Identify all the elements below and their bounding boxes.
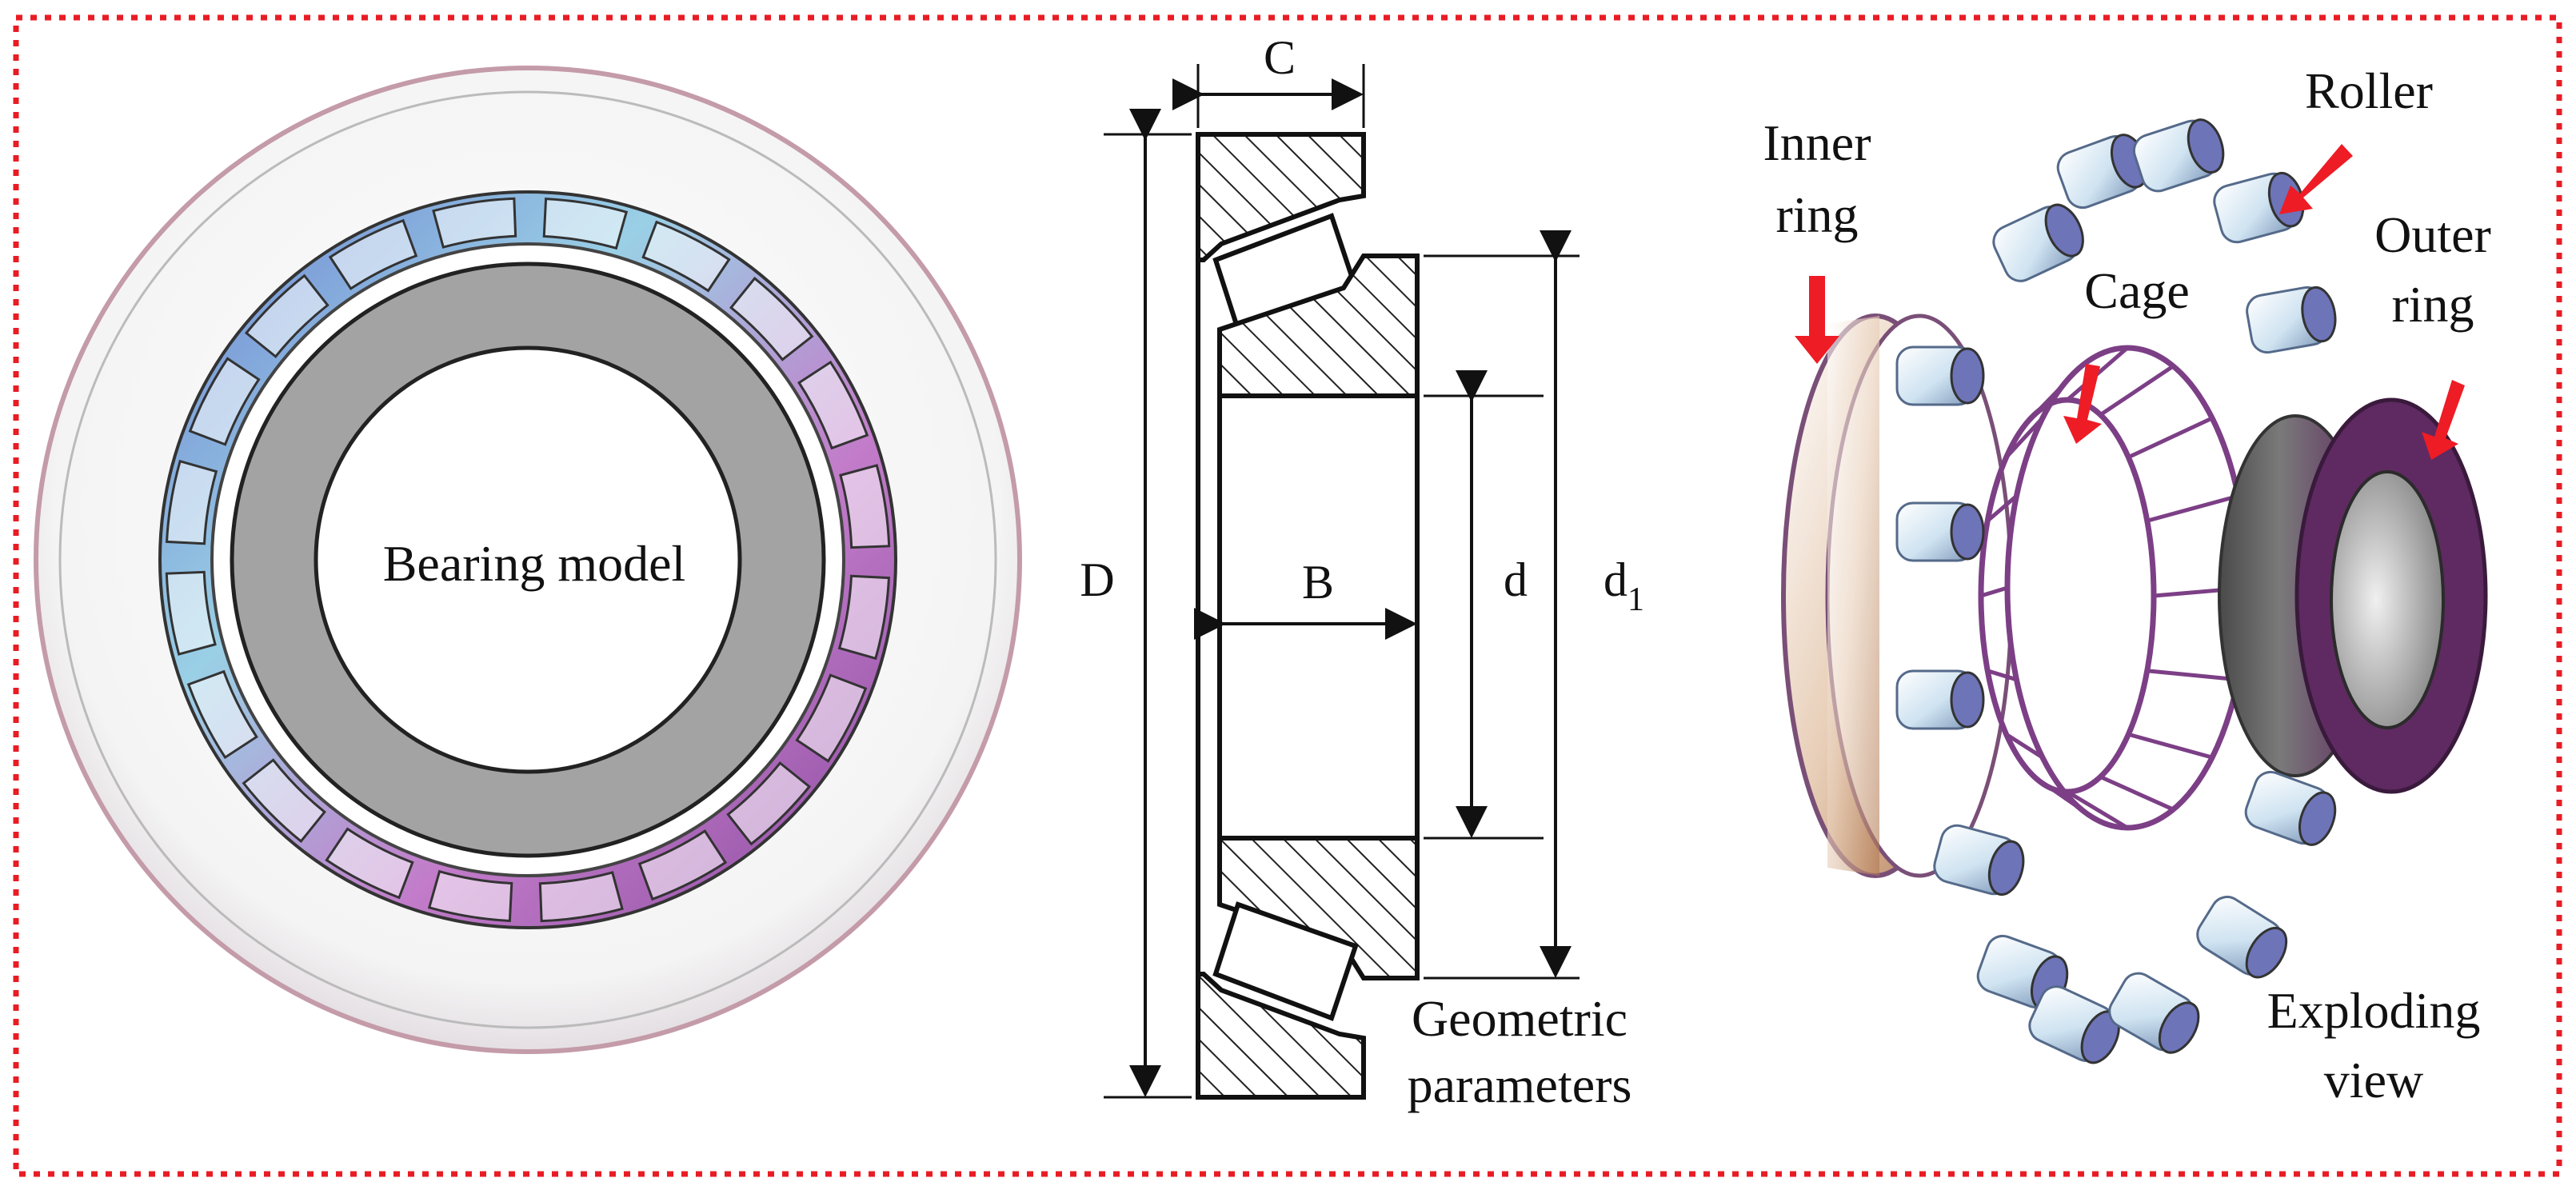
roller [1895, 669, 1985, 730]
cage-bar [2127, 416, 2214, 460]
roller-pocket [188, 357, 261, 446]
arrow-inner-ring [1795, 276, 1839, 364]
cage-bar [2127, 732, 2213, 760]
roller [2132, 118, 2225, 193]
arrow-outer-ring [2422, 380, 2465, 460]
roller-pocket [186, 669, 258, 760]
inner-ring-label-line1: Inner [1763, 114, 1871, 171]
cage-bar [2099, 775, 2175, 812]
roller-pocket [427, 869, 513, 923]
roller [2108, 972, 2200, 1054]
cage-bar [2147, 493, 2239, 523]
outer-ring-part [2218, 397, 2488, 794]
roller [2196, 896, 2288, 979]
dimension-c-label: C [1264, 31, 1296, 84]
roller-parts [1895, 118, 2337, 1064]
outer-ring-label-line1: Outer [2374, 206, 2491, 263]
section-outer-cup-bottom [1196, 972, 1366, 1100]
bearing-model-render: Bearing model [34, 66, 1022, 1054]
inner-ring-label-line2: ring [1775, 186, 1858, 243]
cage-bar [2147, 669, 2239, 682]
figure-frame [13, 14, 2562, 1177]
exploding-view-label-line2: view [2324, 1052, 2423, 1108]
outer-ring-label-line2: ring [2391, 276, 2474, 333]
cage-bar [1986, 494, 2019, 523]
roller-pocket [542, 197, 629, 250]
roller [2246, 286, 2337, 354]
callout-arrows [1795, 144, 2465, 460]
roller-pocket [637, 829, 728, 901]
roller-pocket [432, 197, 517, 249]
cage-label: Cage [2084, 262, 2190, 319]
roller-pocket [538, 871, 624, 923]
roller [1895, 501, 1985, 562]
dimension-d-outer-label: D [1080, 553, 1114, 606]
roller-pocket [795, 673, 868, 763]
roller-pocket [729, 276, 814, 361]
roller [2244, 770, 2337, 846]
cage-bar [2032, 365, 2083, 417]
dimension-bore-label: d [1504, 553, 1528, 606]
section-inner-cone-bottom [1217, 836, 1420, 980]
exploding-view: Inner ring Roller Cage Outer ring Explod… [1763, 62, 2490, 1108]
roller-pocket [641, 220, 731, 293]
roller-pockets [165, 197, 891, 923]
cage-bar [2004, 417, 2044, 459]
roller-pocket [325, 827, 414, 900]
dimension-d1-label: d1 [1604, 553, 1644, 618]
dimension-b-label: B [1302, 556, 1334, 609]
cage-bar [2066, 789, 2129, 830]
roller-pocket [797, 360, 869, 450]
roller-pocket [839, 464, 891, 549]
roller [1895, 345, 1985, 406]
arrow-cage [2063, 364, 2102, 444]
roller [1933, 824, 2025, 896]
roller-label: Roller [2305, 62, 2433, 119]
inner-ring-part [1781, 313, 2014, 878]
cage-bar [1980, 585, 2008, 598]
bearing-model-label: Bearing model [383, 535, 686, 592]
cage-bar [1987, 669, 2018, 682]
roller [1992, 203, 2084, 282]
cage-part [1978, 345, 2251, 831]
roller-pocket [328, 218, 418, 290]
geometric-label-line1: Geometric [1412, 990, 1627, 1047]
geometric-label-line2: parameters [1408, 1056, 1632, 1113]
arrow-roller [2279, 144, 2353, 214]
exploding-view-label-line1: Exploding [2267, 982, 2481, 1039]
geometric-section: C D B d d1 Geometric parameters [1080, 31, 1644, 1113]
cage-bar [2033, 775, 2083, 812]
roller-pocket [837, 574, 891, 661]
bore [314, 345, 742, 774]
section-roller-bottom [1212, 901, 1359, 1021]
roller-pocket [165, 570, 217, 656]
roller-pocket [726, 761, 812, 846]
roller-pocket [244, 274, 329, 358]
roller-pocket [165, 459, 218, 545]
roller-pocket [242, 758, 326, 844]
cage-bar [2005, 733, 2044, 760]
roller [2028, 985, 2120, 1064]
cage-bar [2099, 364, 2175, 417]
